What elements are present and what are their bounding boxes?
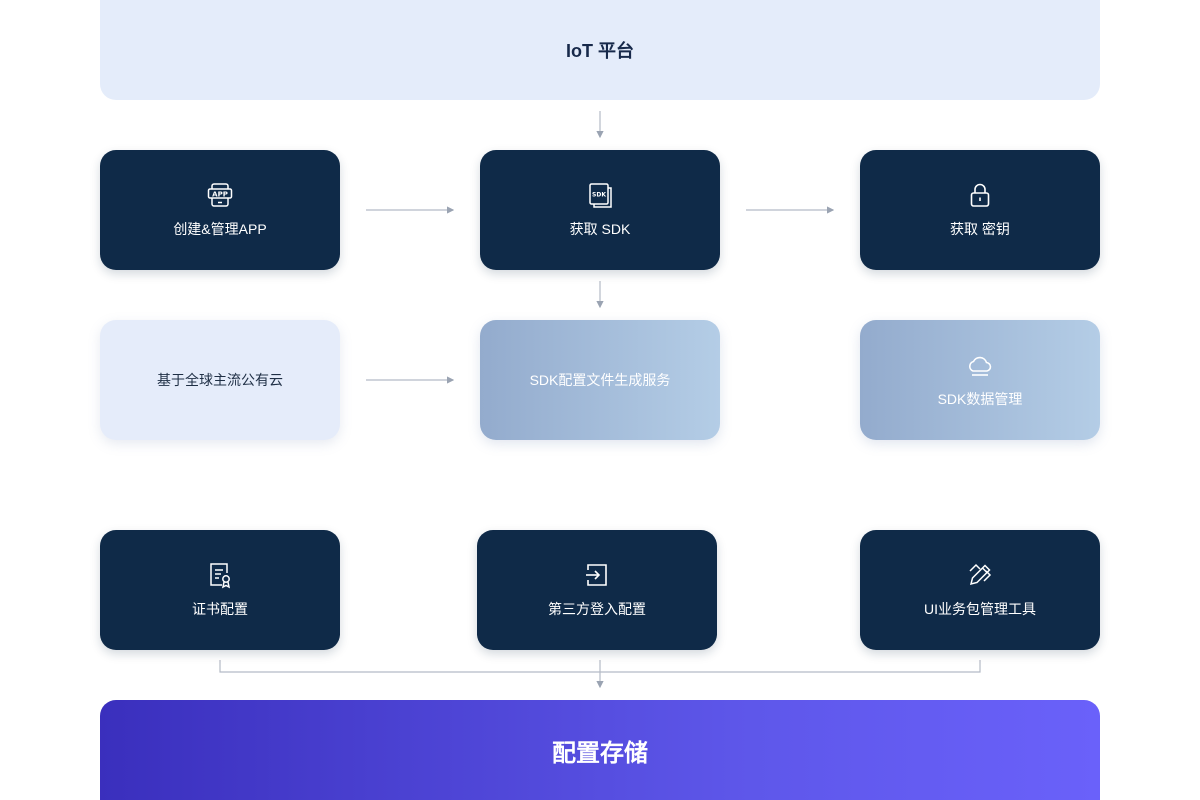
third-party-login-config-node[interactable]: 第三方登入配置 — [477, 530, 717, 650]
sdk-data-management-node[interactable]: SDK数据管理 — [860, 320, 1100, 440]
lock-icon — [966, 181, 994, 209]
config-storage-title: 配置存储 — [552, 739, 648, 767]
merge-bracket — [219, 660, 981, 673]
ui-package-tool-label: UI业务包管理工具 — [924, 601, 1036, 617]
create-manage-app-label: 创建&管理APP — [173, 221, 267, 237]
create-manage-app-node[interactable]: APP 创建&管理APP — [100, 150, 340, 270]
svg-text:SDK: SDK — [592, 192, 606, 199]
sdk-icon: SDK — [586, 181, 614, 209]
sdk-config-service-node[interactable]: SDK配置文件生成服务 — [480, 320, 720, 440]
public-cloud-node[interactable]: 基于全球主流公有云 — [100, 320, 340, 440]
app-icon: APP — [206, 181, 234, 209]
svg-text:APP: APP — [212, 190, 228, 198]
third-party-login-config-label: 第三方登入配置 — [548, 601, 646, 617]
get-key-node[interactable]: 获取 密钥 — [860, 150, 1100, 270]
cloud-icon — [966, 351, 994, 379]
certificate-config-node[interactable]: 证书配置 — [100, 530, 340, 650]
edit-tool-icon — [966, 561, 994, 589]
sdk-data-management-label: SDK数据管理 — [937, 391, 1023, 407]
get-key-label: 获取 密钥 — [950, 221, 1010, 237]
ui-package-tool-node[interactable]: UI业务包管理工具 — [860, 530, 1100, 650]
config-storage-bar: 配置存储 — [100, 700, 1100, 800]
get-sdk-node[interactable]: SDK 获取 SDK — [480, 150, 720, 270]
certificate-icon — [206, 561, 234, 589]
get-sdk-label: 获取 SDK — [569, 221, 631, 237]
sdk-config-service-label: SDK配置文件生成服务 — [529, 372, 671, 388]
public-cloud-label: 基于全球主流公有云 — [157, 372, 283, 388]
certificate-config-label: 证书配置 — [192, 601, 248, 617]
iot-platform-title: IoT 平台 — [566, 41, 634, 61]
iot-platform-bar: IoT 平台 — [100, 0, 1100, 100]
login-icon — [583, 561, 611, 589]
